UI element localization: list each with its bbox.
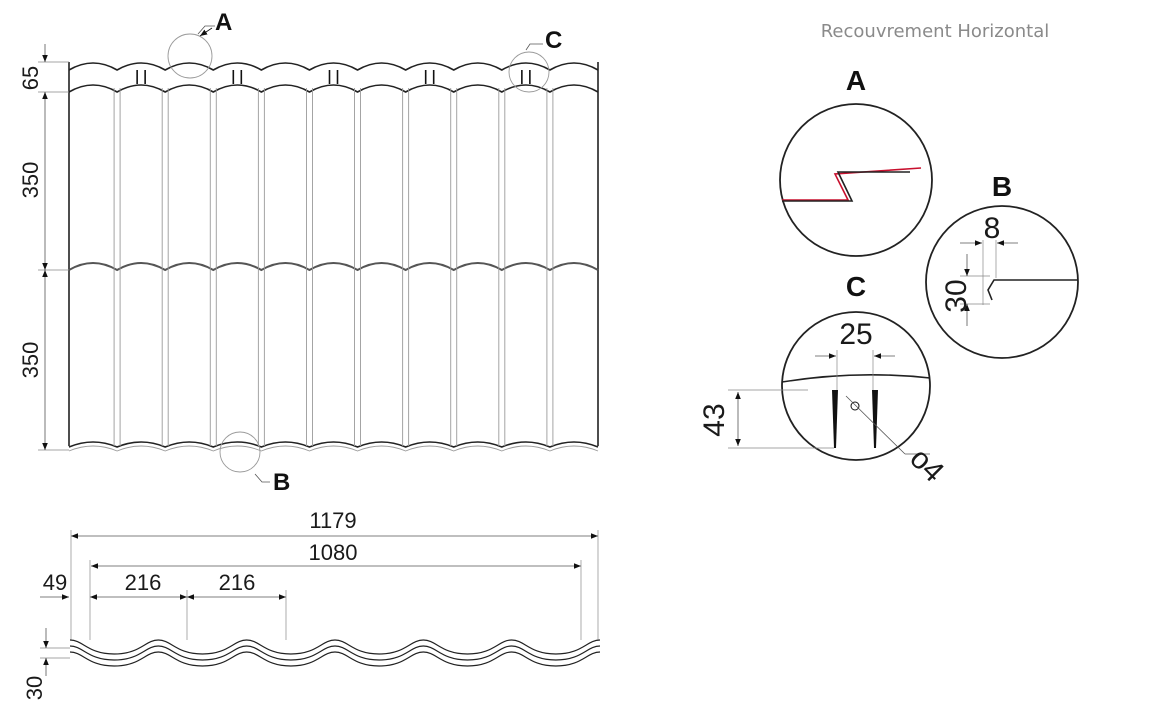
detail-b-height: 30 — [940, 279, 973, 312]
callout-circle-c — [508, 51, 550, 93]
callout-c-label: C — [545, 27, 562, 54]
dim-useful-width: 1080 — [309, 540, 358, 565]
dim-row-2: 350 — [18, 342, 43, 379]
detail-c-width: 25 — [839, 318, 872, 351]
detail-c-hole: o4 — [903, 442, 950, 489]
detail-c-height: 43 — [698, 403, 731, 436]
sheet-front-view: A C B — [68, 9, 599, 496]
detail-c-label: C — [846, 271, 866, 302]
dim-pitch-2: 216 — [219, 570, 256, 595]
dim-total-width: 1179 — [309, 508, 356, 533]
callout-circle-a — [167, 33, 213, 79]
dim-profile-height: 30 — [22, 676, 47, 700]
detail-c: C 25 o4 43 — [698, 271, 950, 489]
detail-b-label: B — [992, 171, 1012, 202]
detail-b: B 8 30 — [925, 171, 1079, 359]
dim-row-1: 350 — [18, 162, 43, 199]
callout-b-label: B — [273, 469, 290, 496]
dim-step-top: 65 — [18, 66, 43, 90]
detail-a-label: A — [846, 65, 866, 96]
callout-a-label: A — [215, 9, 232, 36]
drawing-title: Recouvrement Horizontal — [821, 21, 1050, 42]
profile-view: 30 — [22, 628, 601, 700]
callout-circle-b — [219, 431, 261, 473]
horizontal-dimensions: 1179 1080 49 216 216 — [40, 508, 599, 640]
dim-edge: 49 — [43, 570, 67, 595]
detail-b-gap: 8 — [984, 212, 1001, 245]
dim-pitch-1: 216 — [125, 570, 162, 595]
vertical-dimensions: 65 350 350 — [18, 44, 69, 451]
detail-a: A — [779, 65, 933, 257]
